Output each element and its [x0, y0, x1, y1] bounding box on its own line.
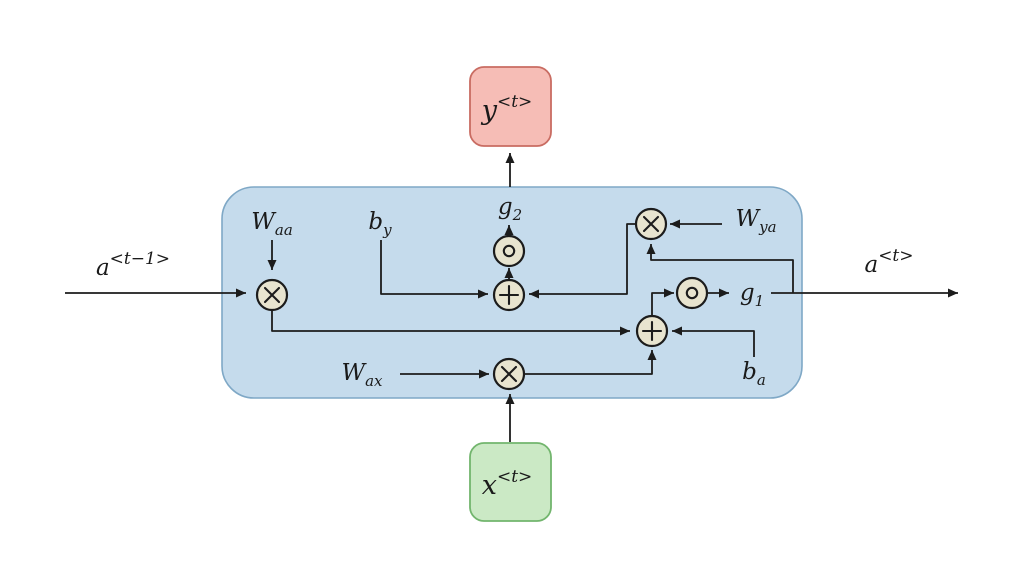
- multiply-glyph: [263, 286, 281, 304]
- arrow-b-y-to-add-y: [380, 240, 488, 299]
- activation-node-g2: [492, 234, 526, 268]
- activation-icon: [675, 276, 709, 310]
- label-a-next: a<t>: [864, 246, 913, 278]
- arrow-add-a-to-activation-g1: [651, 288, 674, 315]
- add-node-y: [492, 278, 526, 312]
- input-box: [469, 442, 552, 522]
- arrow-feedback-to-mult-ya: [646, 244, 794, 293]
- add-glyph: [641, 320, 663, 342]
- activation-node-g1: [675, 276, 709, 310]
- label-b-y: by: [368, 209, 392, 239]
- label-x-in: x<t>: [482, 467, 533, 501]
- label-g-2: g2: [498, 194, 522, 224]
- add-glyph: [498, 284, 520, 306]
- label-y-out: y<t>: [481, 92, 533, 126]
- output-box: [469, 66, 552, 147]
- label-w-ax: Wax: [341, 360, 383, 390]
- multiply-node-wya: [634, 207, 668, 241]
- label-g-1: g1: [740, 280, 764, 310]
- label-w-aa: Waa: [251, 209, 293, 239]
- multiply-node-waa: [255, 278, 289, 312]
- multiply-glyph: [642, 215, 660, 233]
- activation-glyph: [502, 244, 516, 258]
- multiply-node-wax: [492, 357, 526, 391]
- multiply-glyph: [500, 365, 518, 383]
- label-a-prev: a<t−1>: [96, 249, 170, 281]
- add-node-a: [635, 314, 669, 348]
- arrow-b-a-to-add-a: [672, 326, 755, 357]
- label-w-ya: Wya: [735, 206, 776, 236]
- label-b-a: ba: [742, 359, 766, 389]
- activation-icon: [492, 234, 526, 268]
- arrow-mult-ax-to-add-a: [524, 350, 657, 375]
- arrow-mult-ya-to-add-y: [529, 223, 637, 299]
- activation-glyph: [685, 286, 699, 300]
- arrow-mult-aa-to-add-a: [271, 310, 630, 336]
